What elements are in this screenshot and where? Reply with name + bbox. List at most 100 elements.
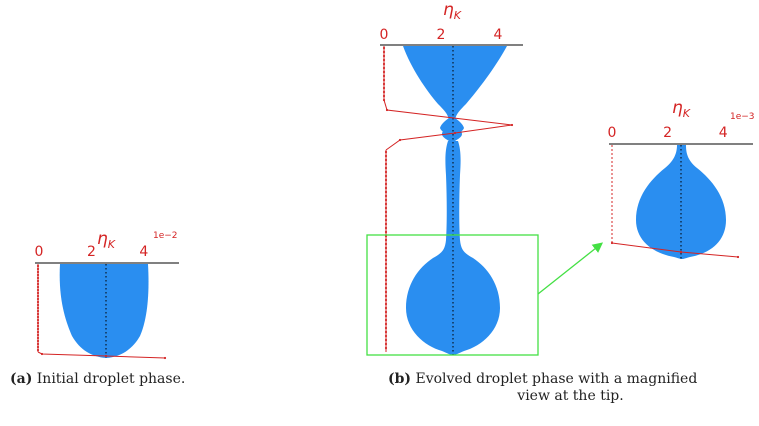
inset-trace-dots xyxy=(610,241,740,259)
panel-a-trace-dot xyxy=(36,270,40,274)
panel-b-trace-dot xyxy=(384,166,388,170)
panel-b-trace-dot xyxy=(384,250,388,254)
panel-b-trace-dot xyxy=(384,306,388,310)
panel-a-trace-dot xyxy=(36,318,40,322)
panel-a-trace-dot xyxy=(36,315,40,319)
panel-a-trace-dots xyxy=(36,264,167,360)
panel-b-trace-dots xyxy=(382,46,514,350)
panel-a-trace-dot xyxy=(104,354,108,358)
inset-tick-label-2: 2 xyxy=(663,125,672,141)
inset-xlabel: ηK xyxy=(672,98,691,120)
panel-b-trace-dot xyxy=(384,182,388,186)
panel-a-xlabel: ηK xyxy=(97,229,116,251)
inset-tick-label-0: 0 xyxy=(608,125,617,141)
panel-a-trace-dot xyxy=(36,330,40,334)
panel-b-xlabel-sub: K xyxy=(454,9,462,22)
panel-b-trace-dot xyxy=(384,242,388,246)
panel-a-trace-dot xyxy=(40,352,44,356)
panel-a-xlabel-eta: η xyxy=(97,229,108,249)
panel-a-trace-dot xyxy=(36,267,40,271)
panel-b-trace-dot xyxy=(385,108,389,112)
panel-a-trace-dot xyxy=(36,297,40,301)
panel-b-thread-drop xyxy=(406,141,500,355)
panel-b-trace-dot xyxy=(384,238,388,242)
inset-xlabel-eta: η xyxy=(672,98,683,118)
panel-b-trace-dot xyxy=(398,138,402,142)
panel-a-tick-label-0: 0 xyxy=(35,244,44,260)
panel-b-trace-dot xyxy=(384,194,388,198)
panel-b-trace-dot xyxy=(384,278,388,282)
panel-b-trace-dot xyxy=(384,230,388,234)
panel-b-trace-dot xyxy=(384,274,388,278)
panel-a-trace-dot xyxy=(36,279,40,283)
panel-a-trace xyxy=(36,264,167,360)
caption-b-label: (b) xyxy=(388,371,412,387)
panel-b-trace-dot xyxy=(382,70,386,74)
panel-b-trace-dot xyxy=(384,330,388,334)
inset-trace-dot xyxy=(679,250,683,254)
panel-b-trace-dot xyxy=(384,246,388,250)
panel-a-tick-label-4: 4 xyxy=(139,244,148,260)
panel-a-trace-dot xyxy=(36,303,40,307)
panel-b-trace-dot xyxy=(382,66,386,70)
panel-a-trace-dot xyxy=(36,273,40,277)
panel-a-trace-dot xyxy=(36,264,40,268)
panel-b-trace-dot xyxy=(510,123,514,127)
panel-a-trace-dot xyxy=(36,300,40,304)
panel-a-trace-dot xyxy=(36,327,40,331)
panel-a-trace-dot xyxy=(36,336,40,340)
panel-b-trace-dot xyxy=(384,262,388,266)
panel-a-trace-dot xyxy=(36,321,40,325)
panel-b-trace-dot xyxy=(384,286,388,290)
caption-a-text: Initial droplet phase. xyxy=(36,371,186,387)
panel-b-tick-label-0: 0 xyxy=(380,27,389,43)
panel-b-tick-label-4: 4 xyxy=(494,27,503,43)
panel-a-trace-dot xyxy=(36,285,40,289)
panel-b-trace-dot xyxy=(382,74,386,78)
panel-a-trace-tail xyxy=(37,351,166,359)
panel-a-trace-dot xyxy=(36,306,40,310)
panel-b-trace-dot xyxy=(384,258,388,262)
caption-a-label: (a) xyxy=(10,371,33,387)
panel-b-trace-dot xyxy=(382,46,386,50)
panel-b-trace-dot xyxy=(382,86,386,90)
panel-a-xlabel-sub: K xyxy=(108,238,116,251)
panel-b-trace-dot xyxy=(384,170,388,174)
panel-b-trace-dot xyxy=(382,50,386,54)
panel-b-trace-dot xyxy=(384,150,388,154)
panel-a-trace-dot xyxy=(36,312,40,316)
panel-b-trace-dot xyxy=(384,342,388,346)
panel-a-trace-dot xyxy=(36,345,40,349)
panel-a-trace-dot xyxy=(36,291,40,295)
panel-b-trace-dot xyxy=(384,282,388,286)
panel-b-xlabel: ηK xyxy=(443,0,462,22)
panel-b-funnel xyxy=(403,46,507,120)
panel-b-trace-dot xyxy=(384,318,388,322)
panel-b-trace-dot xyxy=(384,310,388,314)
panel-b-trace-dot xyxy=(384,198,388,202)
inset-offset-text: 1e−3 xyxy=(730,112,755,122)
panel-b-trace-dot xyxy=(384,298,388,302)
inset-xlabel-sub: K xyxy=(683,107,691,120)
panel-b-trace-dot xyxy=(384,290,388,294)
panel-a-tick-labels: 0 2 4 xyxy=(35,244,149,260)
panel-b-trace-dot xyxy=(384,218,388,222)
panel-b-trace-dot xyxy=(382,82,386,86)
panel-b-trace-dot xyxy=(384,322,388,326)
panel-b-trace-dot xyxy=(384,254,388,258)
panel-b-trace-dot xyxy=(382,98,386,102)
panel-a-trace-dot xyxy=(36,333,40,337)
inset-trace xyxy=(610,145,740,259)
panel-a-trace-dot xyxy=(36,288,40,292)
panel-a-trace-dot xyxy=(36,348,40,352)
panel-a-trace-dot xyxy=(36,324,40,328)
panel-a-tick-label-2: 2 xyxy=(87,244,96,260)
panel-b-trace-dot xyxy=(384,154,388,158)
panel-b-trace-dot xyxy=(382,94,386,98)
panel-a-trace-dot xyxy=(36,276,40,280)
panel-a-trace-dot xyxy=(36,342,40,346)
panel-b-trace-dot xyxy=(384,214,388,218)
